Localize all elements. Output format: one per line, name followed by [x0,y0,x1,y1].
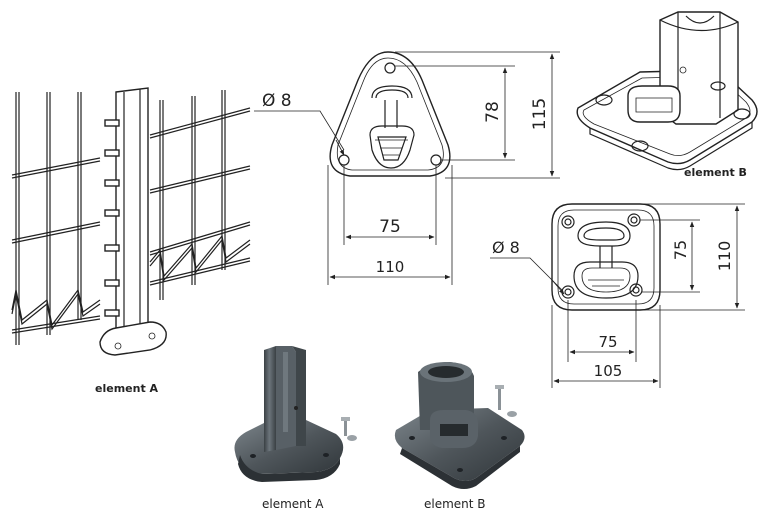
element-b-dimensions: Ø 8 75 110 75 105 [490,203,745,388]
a-width-outer-label: 110 [376,258,405,276]
element-a-plan-view [329,51,451,177]
b-width-inner-label: 75 [598,333,617,351]
element-b-photo [394,362,525,489]
a-hole-diameter-label: Ø 8 [262,91,292,111]
b-hole-diameter-label: Ø 8 [492,238,520,257]
element-a-photo [234,346,357,482]
caption-element-b-photo: element B [424,497,486,511]
a-height-outer-label: 115 [530,98,550,130]
caption-element-a-photo: element A [262,497,324,511]
caption-element-a-drawing: element A [95,382,159,395]
fence-panel-drawing [11,87,251,356]
b-height-inner-label: 75 [671,240,690,260]
a-height-inner-label: 78 [483,101,503,123]
b-height-outer-label: 110 [715,241,734,272]
element-b-isometric-drawing [576,11,758,171]
caption-element-b-drawing: element B [684,166,747,179]
a-width-inner-label: 75 [379,217,401,237]
b-width-outer-label: 105 [594,362,623,380]
element-a-dimensions: Ø 8 78 115 75 110 [254,51,560,285]
